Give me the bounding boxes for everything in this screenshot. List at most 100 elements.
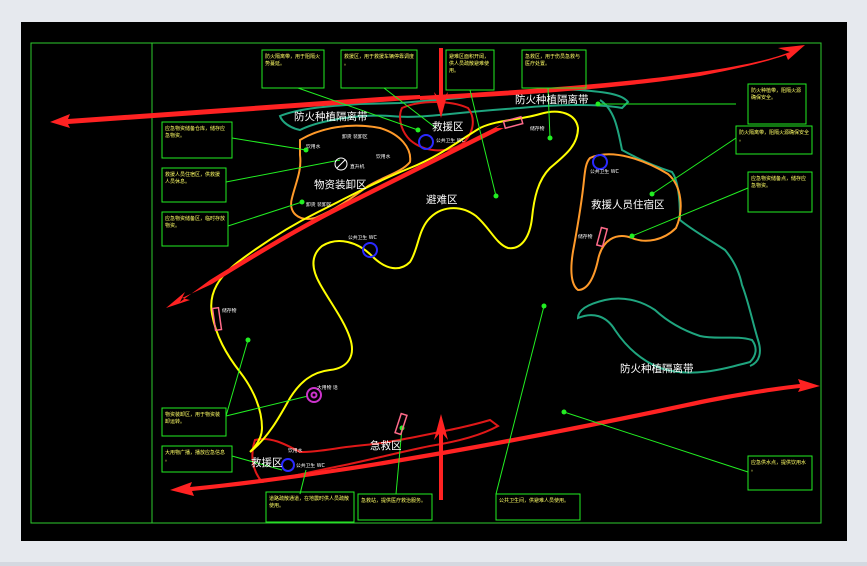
rescue-top-zone-outline xyxy=(399,101,474,152)
leader-line xyxy=(231,137,307,151)
unload-label: 卸货 装卸区 xyxy=(306,201,332,208)
leader-dot xyxy=(541,303,547,309)
wc-icon xyxy=(362,242,378,258)
wc-label: 公共卫生 WC xyxy=(348,234,377,241)
storage-rect xyxy=(394,412,408,436)
leader-dot xyxy=(629,233,635,239)
zone-label-emergency: 急救区 xyxy=(370,439,402,452)
store-label: 储存物 xyxy=(578,233,593,240)
title-block-border xyxy=(30,42,822,524)
storage-rect xyxy=(211,306,223,332)
callout-box: 救援人员住宿区，供救援人员休息。 xyxy=(161,167,227,203)
zone-label-rescue: 救援区 xyxy=(432,120,464,133)
zone-label-fire-belt: 防火种植隔离带 xyxy=(515,93,589,106)
leader-line xyxy=(225,159,341,183)
callout-frame xyxy=(357,493,433,521)
leader-line xyxy=(225,395,309,417)
callout-text: 大用物广播，播放应急信息。 xyxy=(165,449,225,463)
wc-markers xyxy=(281,134,608,472)
storage-rect xyxy=(595,226,609,248)
callout-text: 应急物资储备仓库，储存应急物资。 xyxy=(165,125,225,139)
zone-label-evacuation: 避难区 xyxy=(426,193,458,206)
callout-box: 救援区，用于救援车辆停靠调度。 xyxy=(340,49,418,89)
leader-line xyxy=(651,137,737,195)
store-label: 储存物 xyxy=(222,307,237,314)
water-label: 饮用水 xyxy=(376,153,391,160)
outer-border xyxy=(30,42,822,524)
callout-frame xyxy=(161,211,229,247)
leader-dot xyxy=(415,127,421,133)
storage-markers xyxy=(211,115,609,436)
callout-frame xyxy=(265,491,355,523)
callout-frame xyxy=(445,49,495,91)
leader-line xyxy=(227,201,303,227)
callout-text: 急救区，用于伤员急救与医疗处置。 xyxy=(525,53,580,67)
broadcast-label: 大用物 话 xyxy=(317,384,338,391)
callout-frame xyxy=(495,493,581,521)
leader-line xyxy=(469,89,497,197)
wc-icon xyxy=(592,154,608,170)
callout-box: 应急物资储备区，临时存放物资。 xyxy=(161,211,229,247)
arrow-vertical-bottom xyxy=(434,414,448,500)
zone-label-fire-belt: 防火种植隔离带 xyxy=(294,110,368,123)
arrow-top-right xyxy=(420,45,805,100)
leader-dots xyxy=(245,101,655,431)
callout-box: 急救区，用于伤员急救与医疗处置。 xyxy=(521,49,587,89)
arrow-diagonal xyxy=(166,124,504,308)
rescue-staff-zone-outline xyxy=(570,153,682,292)
fire-belt-right-top xyxy=(599,99,761,367)
wc-icon xyxy=(281,458,295,472)
zone-label-rescue-staff: 救援人员住宿区 xyxy=(591,198,665,211)
callout-frame xyxy=(161,121,233,159)
zone-labels: 防火种植隔离带 防火种植隔离带 防火种植隔离带 救援区 救援区 急救区 物资装卸… xyxy=(251,93,694,469)
callout-box: 防火隔离带，阻隔火源确保安全。 xyxy=(735,125,813,155)
callout-text: 应急物资储备点，储存应急物资。 xyxy=(751,175,806,189)
leader-dot xyxy=(299,199,305,205)
leader-line xyxy=(495,305,545,495)
broadcast-icon xyxy=(306,387,322,403)
heli-label: 直升机 xyxy=(350,163,365,170)
callout-box: 道路疏散通道，在地震时供人员疏散使用。 xyxy=(265,491,355,523)
leader-dot xyxy=(595,101,601,107)
callout-text: 公共卫生间，供避难人员使用。 xyxy=(499,497,569,504)
callout-frame xyxy=(521,49,587,89)
broadcast-marker xyxy=(306,387,322,403)
leader-line xyxy=(225,339,249,417)
callout-frame xyxy=(735,125,813,155)
leader-line xyxy=(299,469,307,495)
leader-line xyxy=(231,455,283,471)
callout-frame xyxy=(161,445,233,473)
callout-text: 应急物资储备区，临时存放物资。 xyxy=(165,215,225,229)
callout-frame xyxy=(161,407,227,437)
wc-label: 公共卫生 WC xyxy=(590,168,619,175)
arrow-bottom-horizontal xyxy=(170,379,820,496)
callout-text: 急救站，提供医疗救治服务。 xyxy=(361,497,426,504)
broadcast-icon-dot xyxy=(310,391,318,399)
store-label: 储存物 xyxy=(530,125,545,132)
callout-text: 救援区，用于救援车辆停靠调度。 xyxy=(344,53,414,67)
callout-box: 防火隔离带，用于阻隔火势蔓延。 xyxy=(261,49,325,89)
fire-pond-icon xyxy=(334,157,348,171)
callout-text: 防火种植带，阻隔火源确保安全。 xyxy=(751,87,801,101)
leader-line xyxy=(395,427,403,495)
callout-box: 物资装卸区，用于物资装卸运转。 xyxy=(161,407,227,437)
callout-frame xyxy=(161,167,227,203)
callout-box: 避难区面积开阔，供人员疏散避难使用。 xyxy=(445,49,495,91)
small-annotations: 公共卫生 WC 公共卫生 WC 公共卫生 WC 公共卫生 WC 大用物 话 卸货… xyxy=(222,125,619,469)
leader-line xyxy=(547,87,551,139)
wc-icon xyxy=(418,134,434,150)
callout-text: 救援人员住宿区，供救援人员休息。 xyxy=(165,171,220,185)
leader-line xyxy=(631,187,749,237)
wc-label: 公共卫生 WC xyxy=(296,462,325,469)
callout-text: 防火隔离带，阻隔火源确保安全。 xyxy=(739,129,809,143)
zone-label-supplies: 物资装卸区 xyxy=(314,178,367,191)
main-arrows xyxy=(50,45,820,500)
callout-frame xyxy=(261,49,325,89)
callout-box: 应急供水点，提供饮用水。 xyxy=(747,455,813,491)
arrow-top-horizontal xyxy=(50,95,420,128)
callout-boxes: 防火隔离带，用于阻隔火势蔓延。 救援区，用于救援车辆停靠调度。 避难区面积开阔，供人… xyxy=(161,49,813,523)
arrow-vertical-top xyxy=(434,48,448,118)
leader-dot xyxy=(561,409,567,415)
